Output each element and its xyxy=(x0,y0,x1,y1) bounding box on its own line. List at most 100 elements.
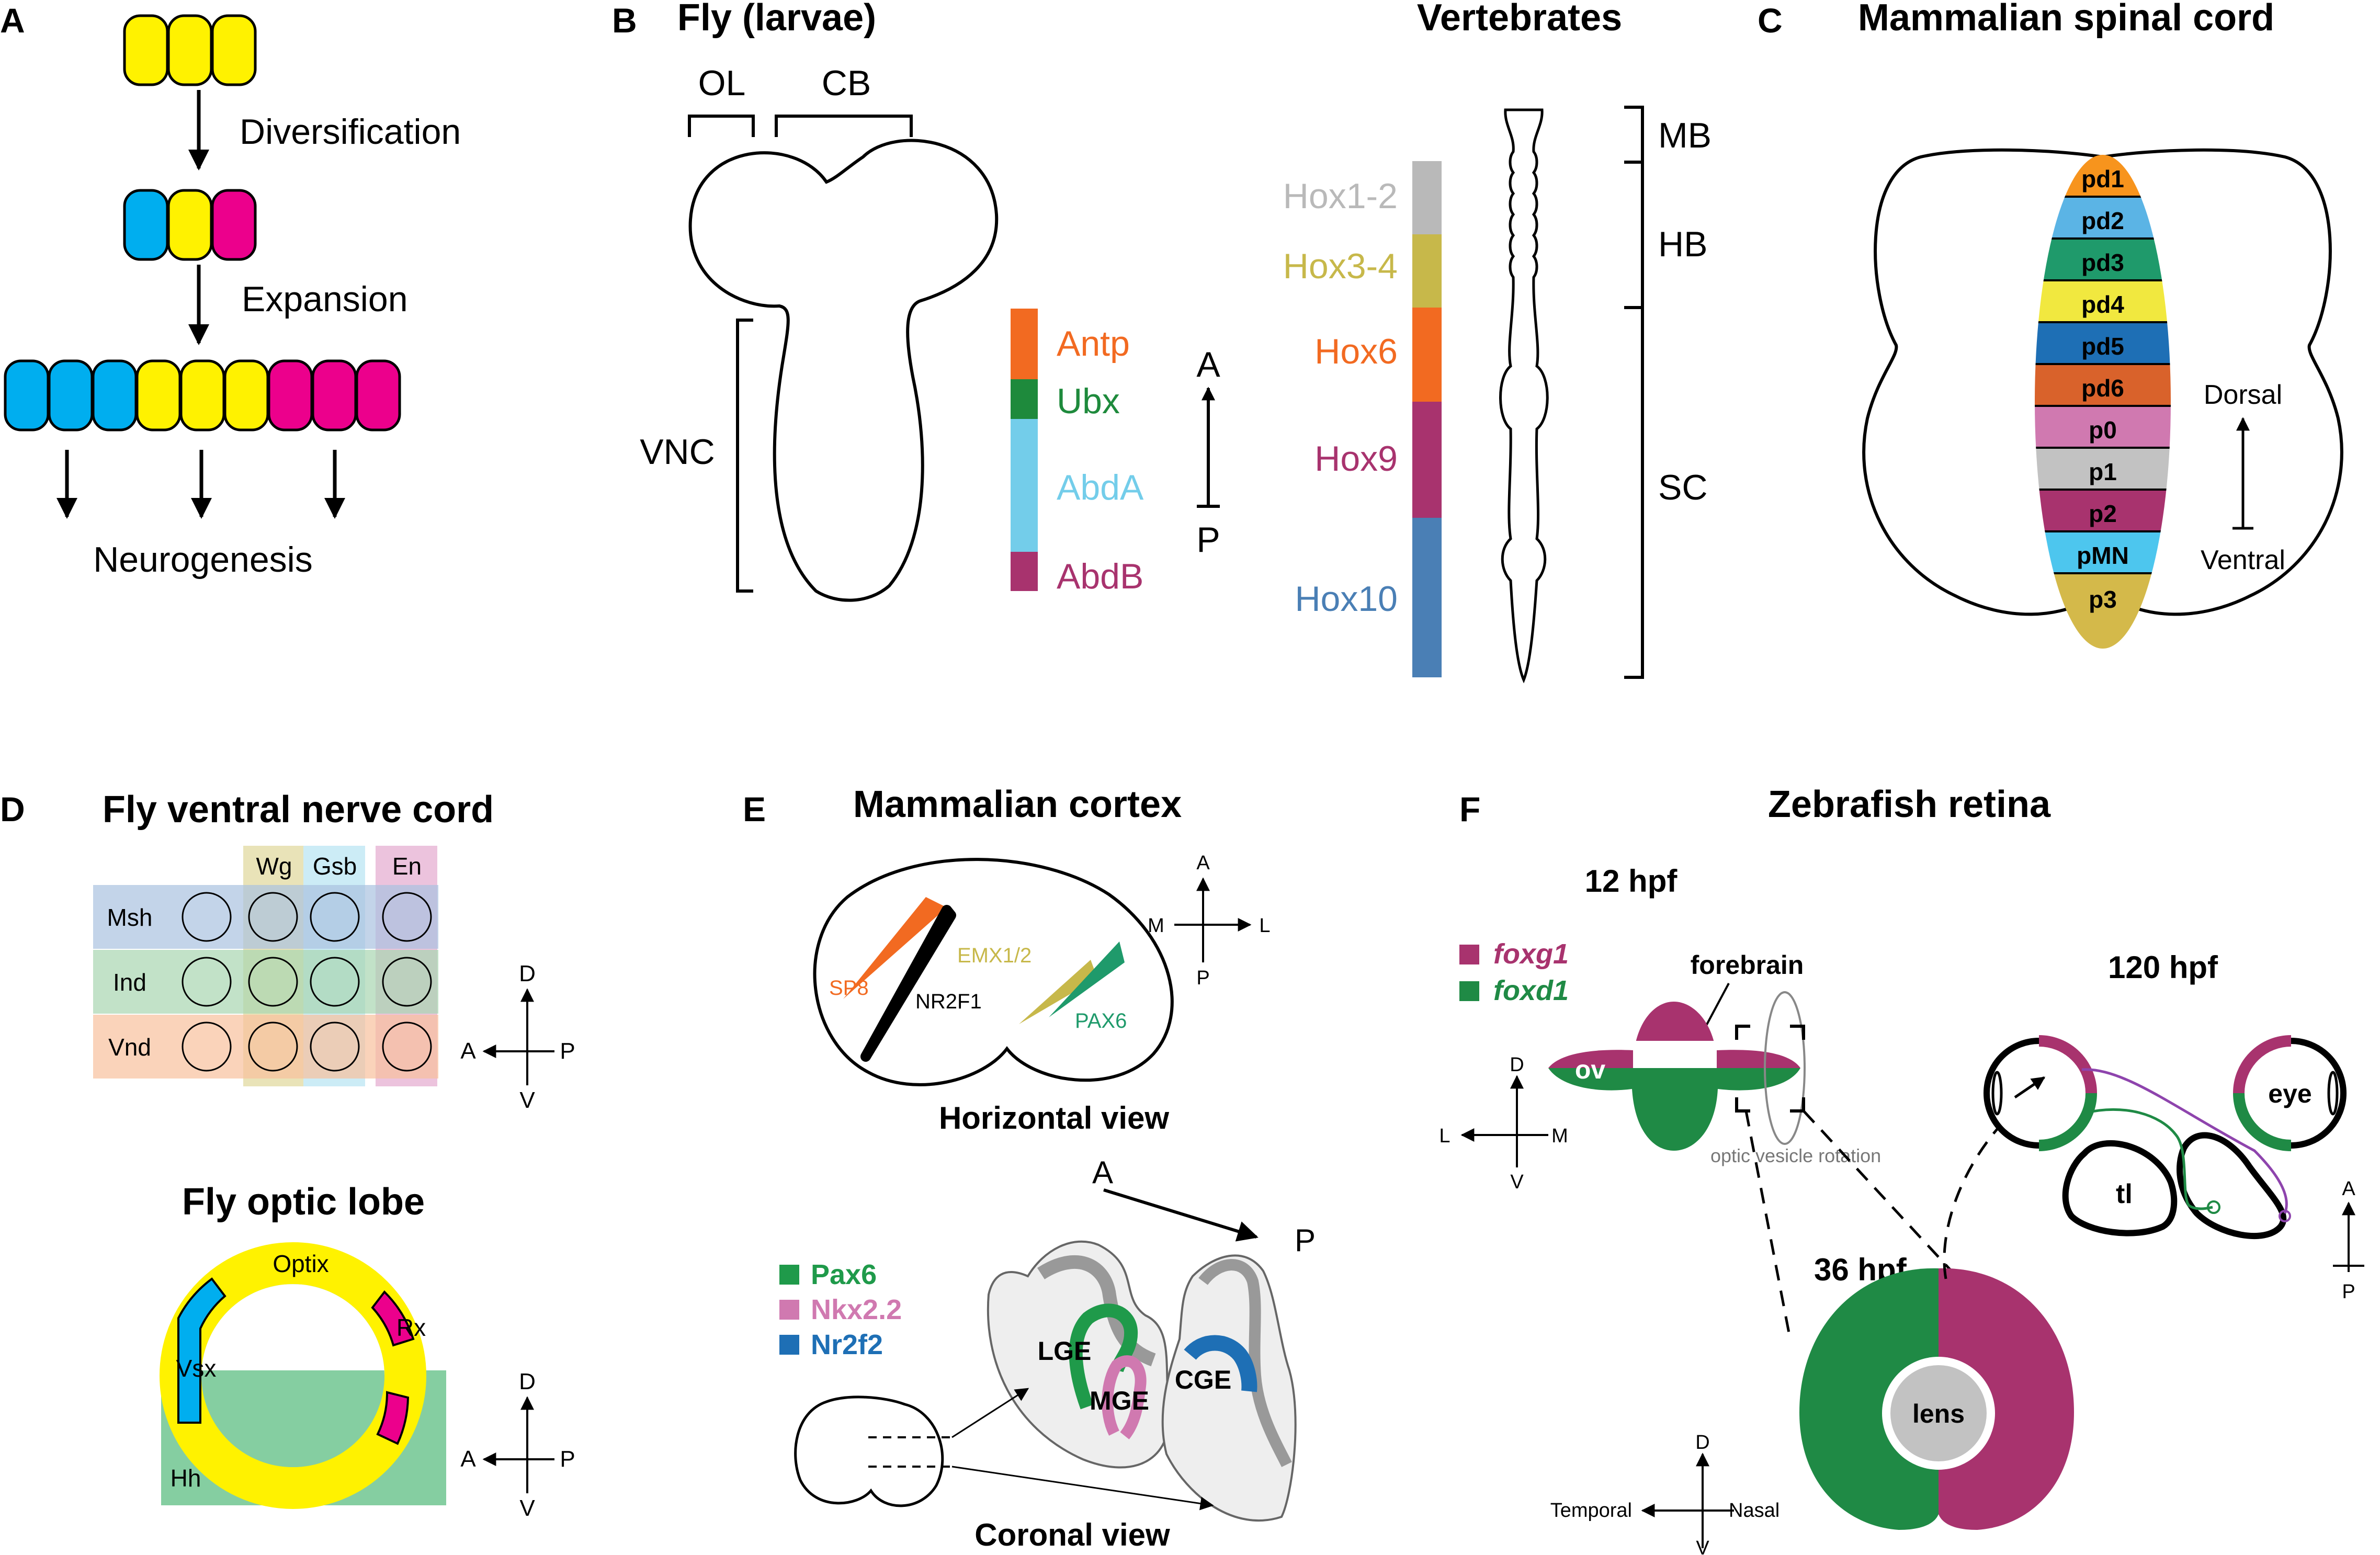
label-cb: CB xyxy=(822,63,871,103)
axon-foxg1 xyxy=(2081,1068,2288,1214)
label-hb: HB xyxy=(1658,224,1707,264)
hox-bar-hox6 xyxy=(1412,308,1442,402)
label-pd3: pd3 xyxy=(2081,249,2124,276)
nkx22-domain xyxy=(1102,1355,1147,1439)
panel-c: C Mammalian spinal cord pd1 xyxy=(1758,0,2343,649)
label-hox10: Hox10 xyxy=(1295,579,1398,619)
zoom-line-120 xyxy=(1943,1079,2057,1279)
axis-v-label: V xyxy=(1696,1537,1709,1555)
eye-36hpf-temporal xyxy=(1799,1268,1939,1530)
hox-bar-hox9 xyxy=(1412,402,1442,518)
hox-bar-ubx xyxy=(1011,379,1038,419)
bracket-hb xyxy=(1624,161,1644,309)
legend-pax6-swatch xyxy=(779,1265,799,1285)
label-hox3-4: Hox3-4 xyxy=(1283,246,1398,286)
progenitor-cell xyxy=(311,359,357,432)
label-p0: p0 xyxy=(2089,416,2117,444)
neuroblast xyxy=(182,892,232,942)
axis-d-label: D xyxy=(519,961,536,986)
label-abdb: AbdB xyxy=(1057,557,1143,596)
legend-foxg1: foxg1 xyxy=(1493,938,1569,970)
axon-foxg1-terminal xyxy=(2279,1210,2291,1222)
foxd1-ventral xyxy=(1548,1068,1800,1151)
stage-120hpf: 120 hpf xyxy=(2108,950,2218,985)
eye-left-foxd1 xyxy=(2038,1093,2097,1151)
label-nr2f1: NR2F1 xyxy=(915,990,982,1013)
coronal-section-caudal xyxy=(1161,1254,1297,1522)
gradient-sp8 xyxy=(843,897,947,999)
axis-l-label: L xyxy=(1259,915,1270,937)
neural-tube-outline xyxy=(1499,108,1549,684)
gradient-nr2f1 xyxy=(860,905,956,1062)
axis-temporal-label: Temporal xyxy=(1550,1500,1632,1522)
domain-pd3 xyxy=(2035,239,2171,280)
label-ubx: Ubx xyxy=(1057,381,1120,421)
ventricle-caudal xyxy=(1198,1259,1292,1467)
lens-left xyxy=(1991,1071,2003,1116)
axis-a-label: A xyxy=(460,1446,476,1472)
gradient-pax6 xyxy=(1049,941,1125,1017)
eye-36hpf-nasal xyxy=(1939,1268,2074,1530)
legend-nkx22-swatch xyxy=(779,1300,799,1320)
label-antp: Antp xyxy=(1057,324,1130,364)
progenitor-row-1 xyxy=(123,14,257,86)
neuroblast xyxy=(382,892,432,942)
row-msh xyxy=(93,885,438,949)
axis-a-label: A xyxy=(2342,1178,2355,1200)
axis-l-label: L xyxy=(1439,1125,1450,1147)
axis-ventral-label: Ventral xyxy=(2201,545,2285,575)
pax6-domain xyxy=(1069,1303,1138,1410)
legend-nr2f2: Nr2f2 xyxy=(811,1329,883,1360)
panel-letter-c: C xyxy=(1758,1,1783,40)
label-ind: Ind xyxy=(113,969,146,996)
row-ind xyxy=(93,950,438,1014)
axis-d-label: D xyxy=(1695,1432,1709,1454)
neuroblast xyxy=(248,892,298,942)
vnc-title: Fly ventral nerve cord xyxy=(103,789,494,831)
neuroblast xyxy=(310,892,360,942)
label-hox6: Hox6 xyxy=(1314,332,1398,371)
arrow-to-caudal-section xyxy=(951,1466,1214,1511)
label-p3: p3 xyxy=(2089,586,2117,613)
axis-v-label: V xyxy=(519,1087,535,1113)
coronal-axis-a: A xyxy=(1092,1155,1113,1190)
progenitor-cell xyxy=(48,359,94,432)
progenitor-cell xyxy=(267,359,313,432)
axis-p-label: P xyxy=(560,1038,575,1064)
panel-a: A Diversification Expansion xyxy=(0,1,461,580)
axis-dv-temporal-nasal: D V Temporal Nasal xyxy=(1550,1432,1780,1555)
label-hh: Hh xyxy=(171,1465,201,1492)
legend-nr2f2-swatch xyxy=(779,1335,799,1355)
hox-bar-hox3-4 xyxy=(1412,234,1442,308)
label-diversification: Diversification xyxy=(240,112,461,152)
hox-bar-antp xyxy=(1011,309,1038,379)
label-cge: CGE xyxy=(1175,1365,1231,1394)
label-en: En xyxy=(392,853,422,880)
progenitor-cell xyxy=(92,359,138,432)
label-hox1-2: Hox1-2 xyxy=(1283,176,1398,216)
forebrain-pointer xyxy=(1703,983,1730,1030)
hox-bar-hox10 xyxy=(1412,518,1442,677)
axis-dvap-vnc: D V A P xyxy=(460,961,575,1113)
row-vnd xyxy=(93,1015,438,1079)
progenitor-row-3 xyxy=(4,359,401,432)
progenitor-cell xyxy=(223,359,269,432)
fly-cns-outline xyxy=(688,139,999,602)
axis-v-label: V xyxy=(519,1495,535,1521)
axis-d-label: D xyxy=(519,1369,536,1394)
label-pd4: pd4 xyxy=(2081,291,2124,318)
lens-right xyxy=(2327,1071,2339,1116)
panel-letter-b: B xyxy=(612,1,637,40)
ov-right-dorsal xyxy=(1717,1050,1800,1068)
neuroblast xyxy=(310,957,360,1007)
progenitor-cell xyxy=(355,359,401,432)
axis-d-label: D xyxy=(1510,1054,1524,1076)
domain-pd4 xyxy=(2035,280,2171,322)
zoom-line-left xyxy=(1744,1110,1790,1333)
panel-b: B Fly (larvae) OL CB VNC Antp Ubx AbdA A… xyxy=(612,0,1712,684)
neuroblast xyxy=(248,957,298,1007)
domain-p0 xyxy=(2035,406,2171,448)
hox-bar-hox1-2 xyxy=(1412,161,1442,234)
axon-foxd1-terminal xyxy=(2207,1200,2220,1214)
bracket-ol xyxy=(688,115,755,137)
